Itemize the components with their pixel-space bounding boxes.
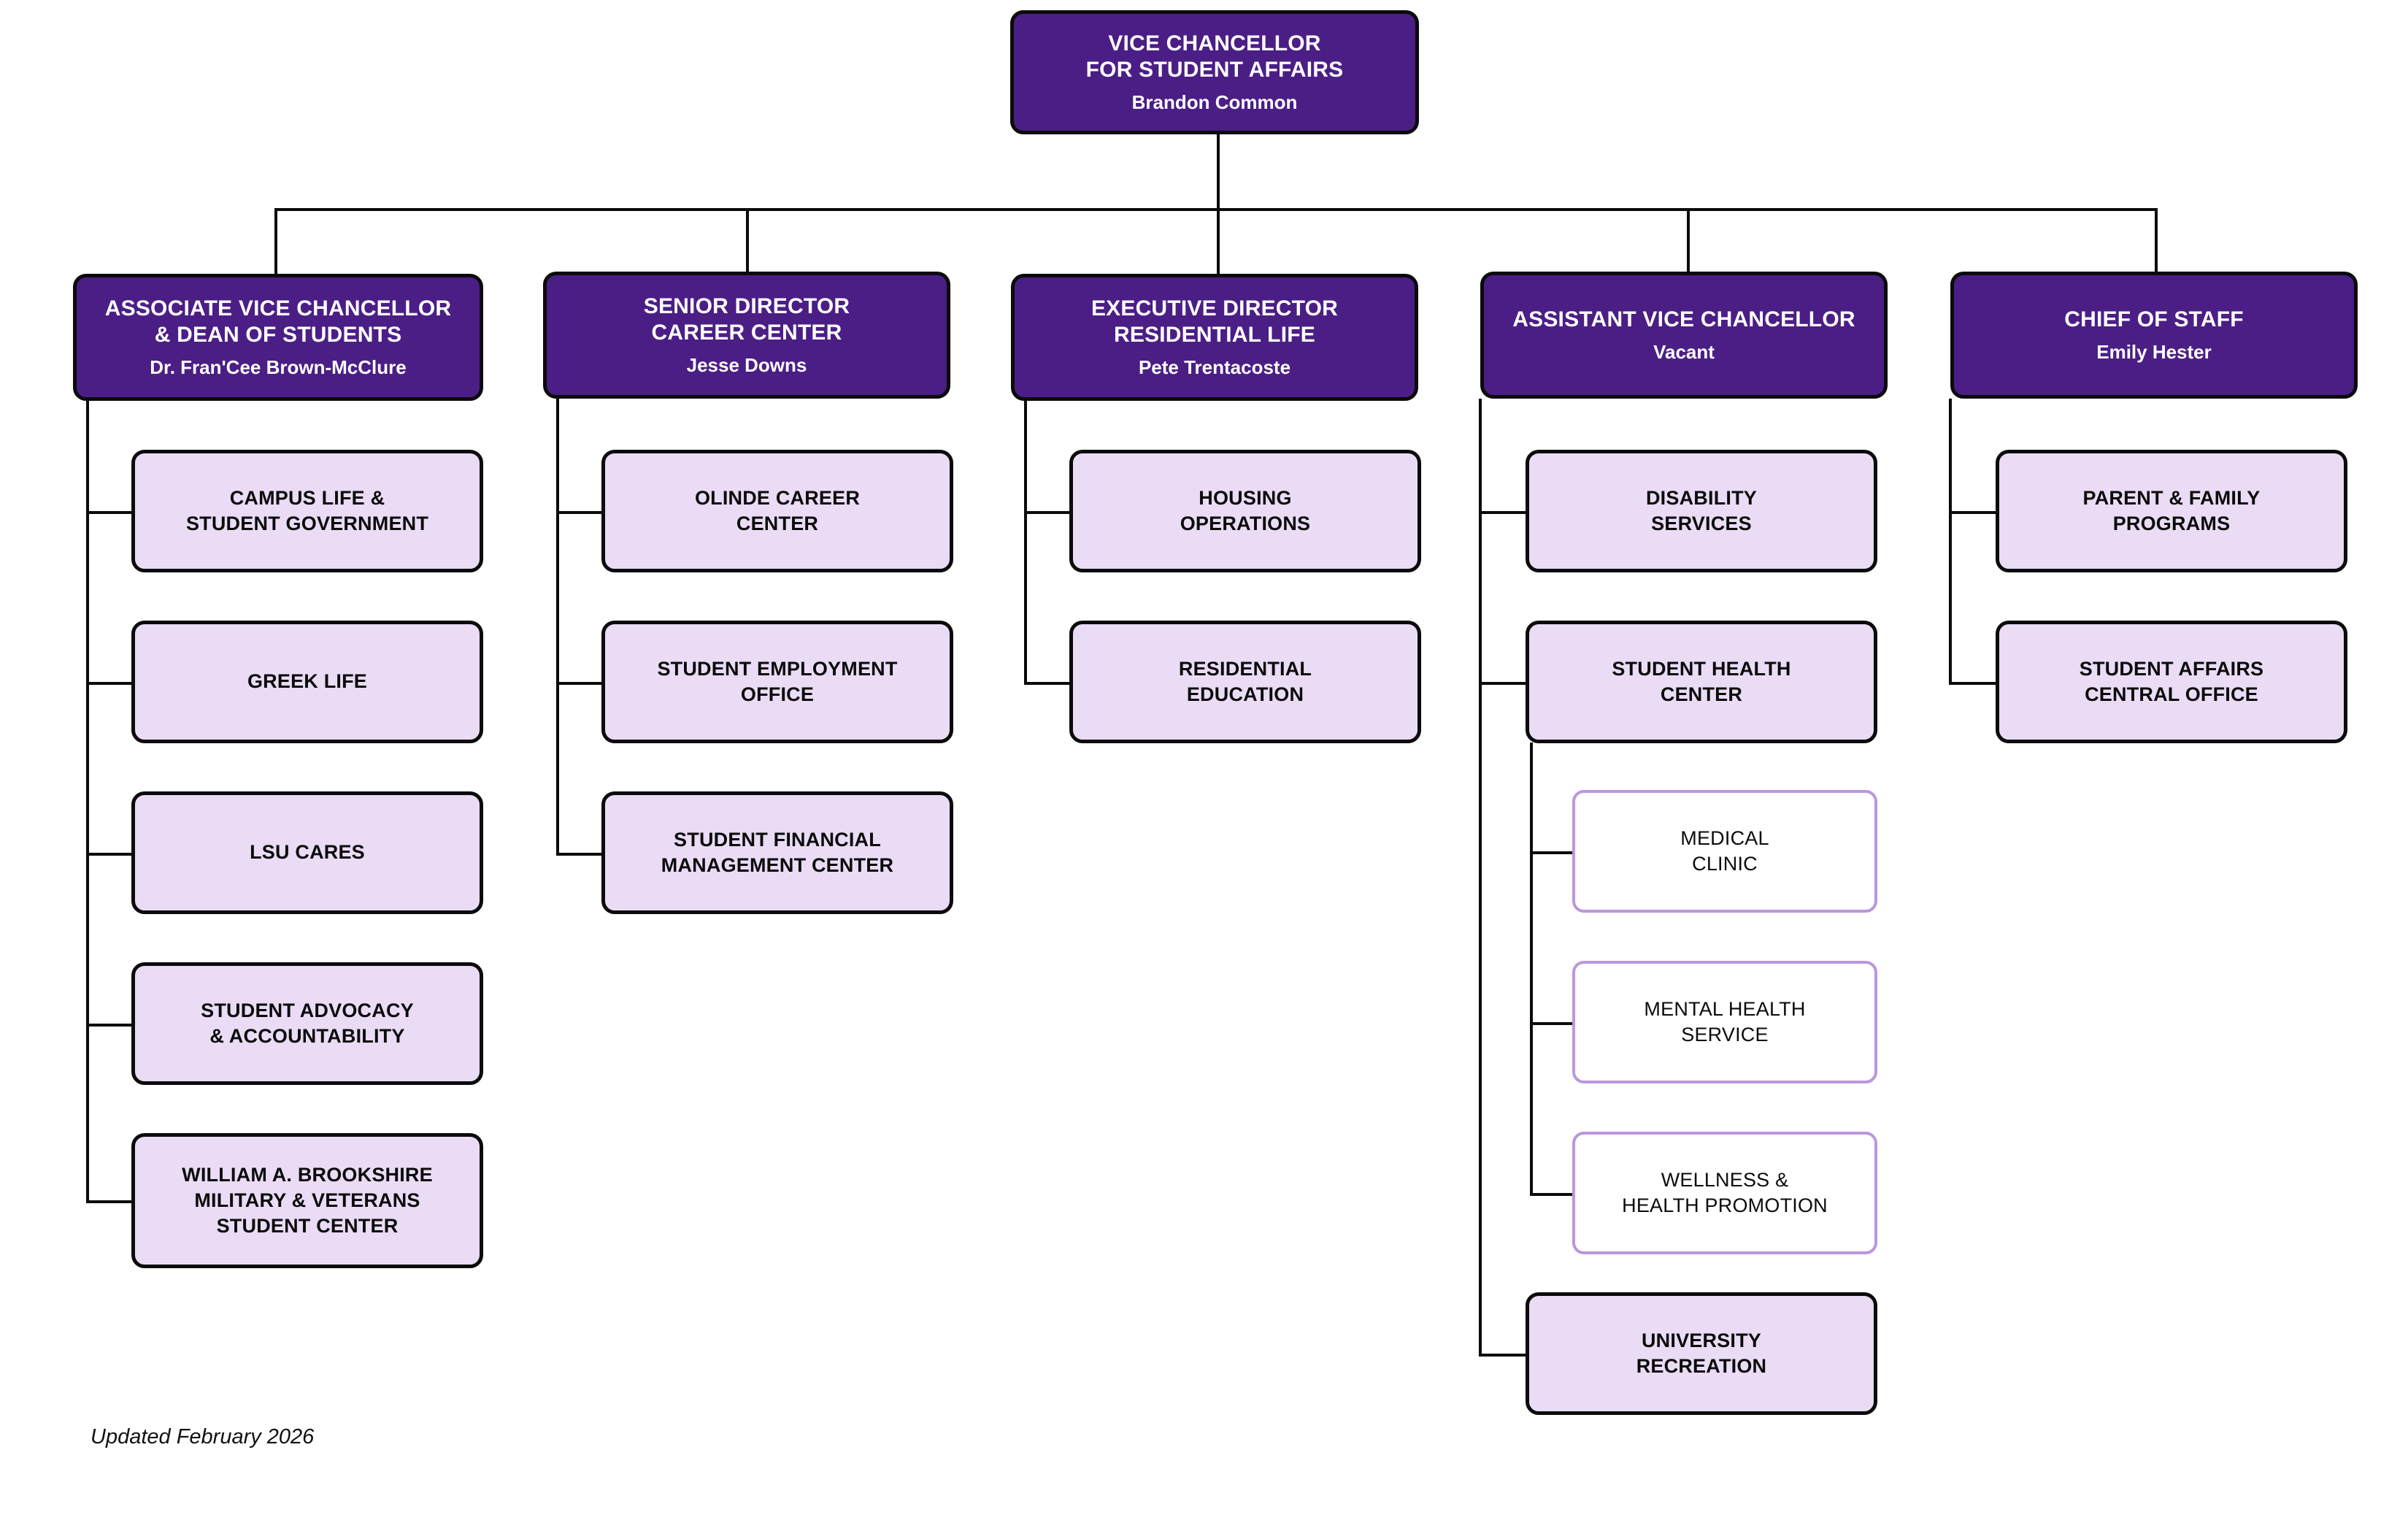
node-greek-life[interactable]: GREEK LIFE <box>131 621 483 743</box>
node-title: DISABILITY SERVICES <box>1645 486 1757 534</box>
node-title: GREEK LIFE <box>247 670 367 693</box>
connector-stub-university-recreation <box>1479 1354 1527 1357</box>
node-title: RESIDENTIAL EDUCATION <box>1178 657 1312 705</box>
connector-rail-division-4 <box>1479 399 1482 1355</box>
connector-stub-disability-services <box>1479 511 1527 514</box>
node-title: EXECUTIVE DIRECTOR RESIDENTIAL LIFE <box>1090 296 1339 348</box>
node-title: PARENT & FAMILY PROGRAMS <box>2082 486 2261 534</box>
connector-root-bus <box>274 208 2158 211</box>
node-person-name: Vacant <box>1653 340 1715 363</box>
connector-rail-division-2 <box>556 399 559 856</box>
node-lsu-cares[interactable]: LSU CARES <box>131 791 483 914</box>
node-title: CHIEF OF STAFF <box>2064 307 2244 331</box>
connector-stub-brookshire <box>86 1200 134 1203</box>
connector-stub-parent-family-programs <box>1949 511 1997 514</box>
node-title: STUDENT HEALTH CENTER <box>1612 657 1791 705</box>
node-olinde-career-center[interactable]: OLINDE CAREER CENTER <box>601 450 953 572</box>
connector-stub-lsu-cares <box>86 853 134 856</box>
node-title: VICE CHANCELLOR FOR STUDENT AFFAIRS <box>1085 31 1344 83</box>
node-disability-services[interactable]: DISABILITY SERVICES <box>1526 450 1877 572</box>
node-executive-director-residential-life[interactable]: EXECUTIVE DIRECTOR RESIDENTIAL LIFE Pete… <box>1011 274 1418 401</box>
connector-drop-division-1 <box>274 208 277 274</box>
connector-stub-student-affairs-central <box>1949 682 1997 685</box>
node-chief-of-staff[interactable]: CHIEF OF STAFF Emily Hester <box>1950 272 2358 399</box>
connector-root-stem <box>1217 134 1220 210</box>
node-parent-family-programs[interactable]: PARENT & FAMILY PROGRAMS <box>1996 450 2347 572</box>
node-assistant-vice-chancellor[interactable]: ASSISTANT VICE CHANCELLOR Vacant <box>1480 272 1888 399</box>
node-title: STUDENT ADVOCACY & ACCOUNTABILITY <box>201 999 414 1047</box>
node-university-recreation[interactable]: UNIVERSITY RECREATION <box>1526 1292 1877 1415</box>
connector-rail-division-1 <box>86 400 89 1203</box>
node-title: LSU CARES <box>250 841 365 864</box>
node-title: WELLNESS & HEALTH PROMOTION <box>1622 1168 1828 1216</box>
connector-stub-student-employment <box>556 682 604 685</box>
connector-stub-mental-health-service <box>1530 1022 1574 1025</box>
node-title: WILLIAM A. BROOKSHIRE MILITARY & VETERAN… <box>182 1163 433 1238</box>
node-title: CAMPUS LIFE & STUDENT GOVERNMENT <box>185 486 429 534</box>
node-title: ASSISTANT VICE CHANCELLOR <box>1512 307 1855 331</box>
node-person-name: Emily Hester <box>2096 340 2212 363</box>
node-student-employment-office[interactable]: STUDENT EMPLOYMENT OFFICE <box>601 621 953 743</box>
node-title: OLINDE CAREER CENTER <box>694 486 861 534</box>
connector-stub-campus-life <box>86 511 134 514</box>
node-student-health-center[interactable]: STUDENT HEALTH CENTER <box>1526 621 1877 743</box>
node-senior-director-career-center[interactable]: SENIOR DIRECTOR CAREER CENTER Jesse Down… <box>543 272 950 399</box>
node-campus-life-student-government[interactable]: CAMPUS LIFE & STUDENT GOVERNMENT <box>131 450 483 572</box>
connector-stub-greek-life <box>86 682 134 685</box>
node-title: UNIVERSITY RECREATION <box>1636 1329 1767 1377</box>
node-person-name: Pete Trentacoste <box>1138 356 1291 378</box>
connector-stub-student-health-center <box>1479 682 1527 685</box>
node-vice-chancellor-student-affairs[interactable]: VICE CHANCELLOR FOR STUDENT AFFAIRS Bran… <box>1010 10 1419 134</box>
connector-stub-student-advocacy <box>86 1024 134 1027</box>
updated-date-note: Updated February 2026 <box>91 1425 315 1449</box>
connector-stub-medical-clinic <box>1530 851 1574 854</box>
node-brookshire-military-veterans-student-center[interactable]: WILLIAM A. BROOKSHIRE MILITARY & VETERAN… <box>131 1133 483 1268</box>
node-student-affairs-central-office[interactable]: STUDENT AFFAIRS CENTRAL OFFICE <box>1996 621 2347 743</box>
node-title: MENTAL HEALTH SERVICE <box>1644 997 1806 1046</box>
connector-stub-student-financial <box>556 853 604 856</box>
connector-drop-division-3 <box>1217 208 1220 274</box>
connector-drop-division-2 <box>746 208 749 274</box>
node-title: STUDENT AFFAIRS CENTRAL OFFICE <box>2079 657 2264 705</box>
connector-stub-wellness-health-promotion <box>1530 1193 1574 1196</box>
connector-rail-student-health-center <box>1530 743 1533 1195</box>
node-medical-clinic[interactable]: MEDICAL CLINIC <box>1572 790 1877 913</box>
connector-drop-division-5 <box>2155 208 2158 274</box>
connector-stub-residential-education <box>1024 682 1072 685</box>
node-person-name: Brandon Common <box>1131 91 1298 113</box>
node-title: ASSOCIATE VICE CHANCELLOR & DEAN OF STUD… <box>104 296 452 348</box>
node-associate-vice-chancellor-dean-of-students[interactable]: ASSOCIATE VICE CHANCELLOR & DEAN OF STUD… <box>73 274 483 401</box>
connector-rail-division-3 <box>1024 400 1027 683</box>
node-title: SENIOR DIRECTOR CAREER CENTER <box>643 294 850 345</box>
node-title: MEDICAL CLINIC <box>1680 826 1769 875</box>
connector-stub-olinde-career <box>556 511 604 514</box>
node-title: STUDENT FINANCIAL MANAGEMENT CENTER <box>661 828 894 876</box>
node-title: STUDENT EMPLOYMENT OFFICE <box>657 657 898 705</box>
connector-rail-division-5 <box>1949 399 1952 682</box>
node-person-name: Jesse Downs <box>686 353 807 376</box>
connector-drop-division-4 <box>1687 208 1690 274</box>
connector-stub-housing-operations <box>1024 511 1072 514</box>
node-person-name: Dr. Fran'Cee Brown-McClure <box>150 356 407 378</box>
node-student-advocacy-accountability[interactable]: STUDENT ADVOCACY & ACCOUNTABILITY <box>131 962 483 1085</box>
node-wellness-health-promotion[interactable]: WELLNESS & HEALTH PROMOTION <box>1572 1132 1877 1254</box>
node-title: HOUSING OPERATIONS <box>1180 486 1311 534</box>
node-residential-education[interactable]: RESIDENTIAL EDUCATION <box>1069 621 1421 743</box>
node-student-financial-management-center[interactable]: STUDENT FINANCIAL MANAGEMENT CENTER <box>601 791 953 914</box>
node-housing-operations[interactable]: HOUSING OPERATIONS <box>1069 450 1421 572</box>
node-mental-health-service[interactable]: MENTAL HEALTH SERVICE <box>1572 961 1877 1083</box>
